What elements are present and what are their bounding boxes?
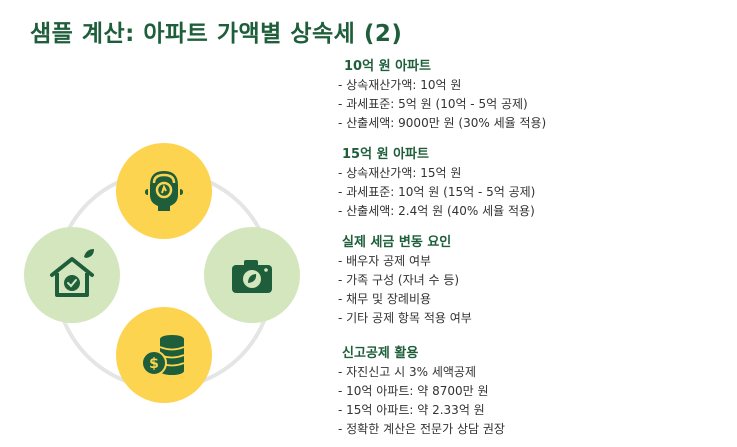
section-line: - 상속재산가액: 15억 원	[338, 166, 462, 180]
section-line: - 가족 구성 (자녀 수 등)	[338, 273, 460, 287]
house-check-icon	[50, 249, 94, 297]
section-line: - 산출세액: 9000만 원 (30% 세율 적용)	[338, 116, 547, 130]
node-coin-stack: $	[116, 307, 212, 403]
section-line: - 과세표준: 10억 원 (15억 - 5억 공제)	[338, 185, 536, 199]
section-line: - 기타 공제 항목 적용 여부	[338, 311, 472, 325]
section-heading: 15억 원 아파트	[342, 147, 429, 162]
section-heading: 10억 원 아파트	[344, 59, 431, 74]
camera-leaf-icon	[232, 260, 272, 293]
section-line: - 산출세액: 2.4억 원 (40% 세율 적용)	[338, 204, 535, 218]
section-line: - 배우자 공제 여부	[338, 254, 432, 268]
section-line: - 15억 아파트: 약 2.33억 원	[338, 403, 485, 417]
section-line: - 상속재산가액: 10억 원	[338, 78, 462, 92]
section-10eok: 10억 원 아파트 - 상속재산가액: 10억 원 - 과세표준: 5억 원 (…	[338, 58, 546, 133]
section-line: - 과세표준: 5억 원 (10억 - 5억 공제)	[338, 97, 528, 111]
node-thinking-head	[116, 143, 212, 239]
coin-stack-icon: $	[141, 335, 185, 376]
page-title: 샘플 계산: 아파트 가액별 상속세 (2)	[30, 21, 403, 47]
section-heading: 신고공제 활용	[342, 346, 419, 361]
section-line: - 자진신고 시 3% 세액공제	[338, 365, 476, 379]
section-15eok: 15억 원 아파트 - 상속재산가액: 15억 원 - 과세표준: 10억 원 …	[338, 146, 535, 221]
section-filing-credit: 신고공제 활용 - 자진신고 시 3% 세액공제 - 10억 아파트: 약 87…	[338, 345, 505, 439]
section-line: - 10억 아파트: 약 8700만 원	[338, 384, 489, 398]
node-camera-leaf	[204, 227, 300, 323]
node-house-check	[24, 227, 120, 323]
svg-text:$: $	[149, 356, 159, 372]
cycle-diagram: $	[20, 135, 310, 403]
section-heading: 실제 세금 변동 요인	[342, 235, 452, 250]
section-line: - 채무 및 장례비용	[338, 292, 432, 306]
section-line: - 정확한 계산은 전문가 상담 권장	[338, 422, 505, 436]
thinking-head-icon	[145, 171, 183, 211]
section-factors: 실제 세금 변동 요인 - 배우자 공제 여부 - 가족 구성 (자녀 수 등)…	[338, 234, 472, 328]
